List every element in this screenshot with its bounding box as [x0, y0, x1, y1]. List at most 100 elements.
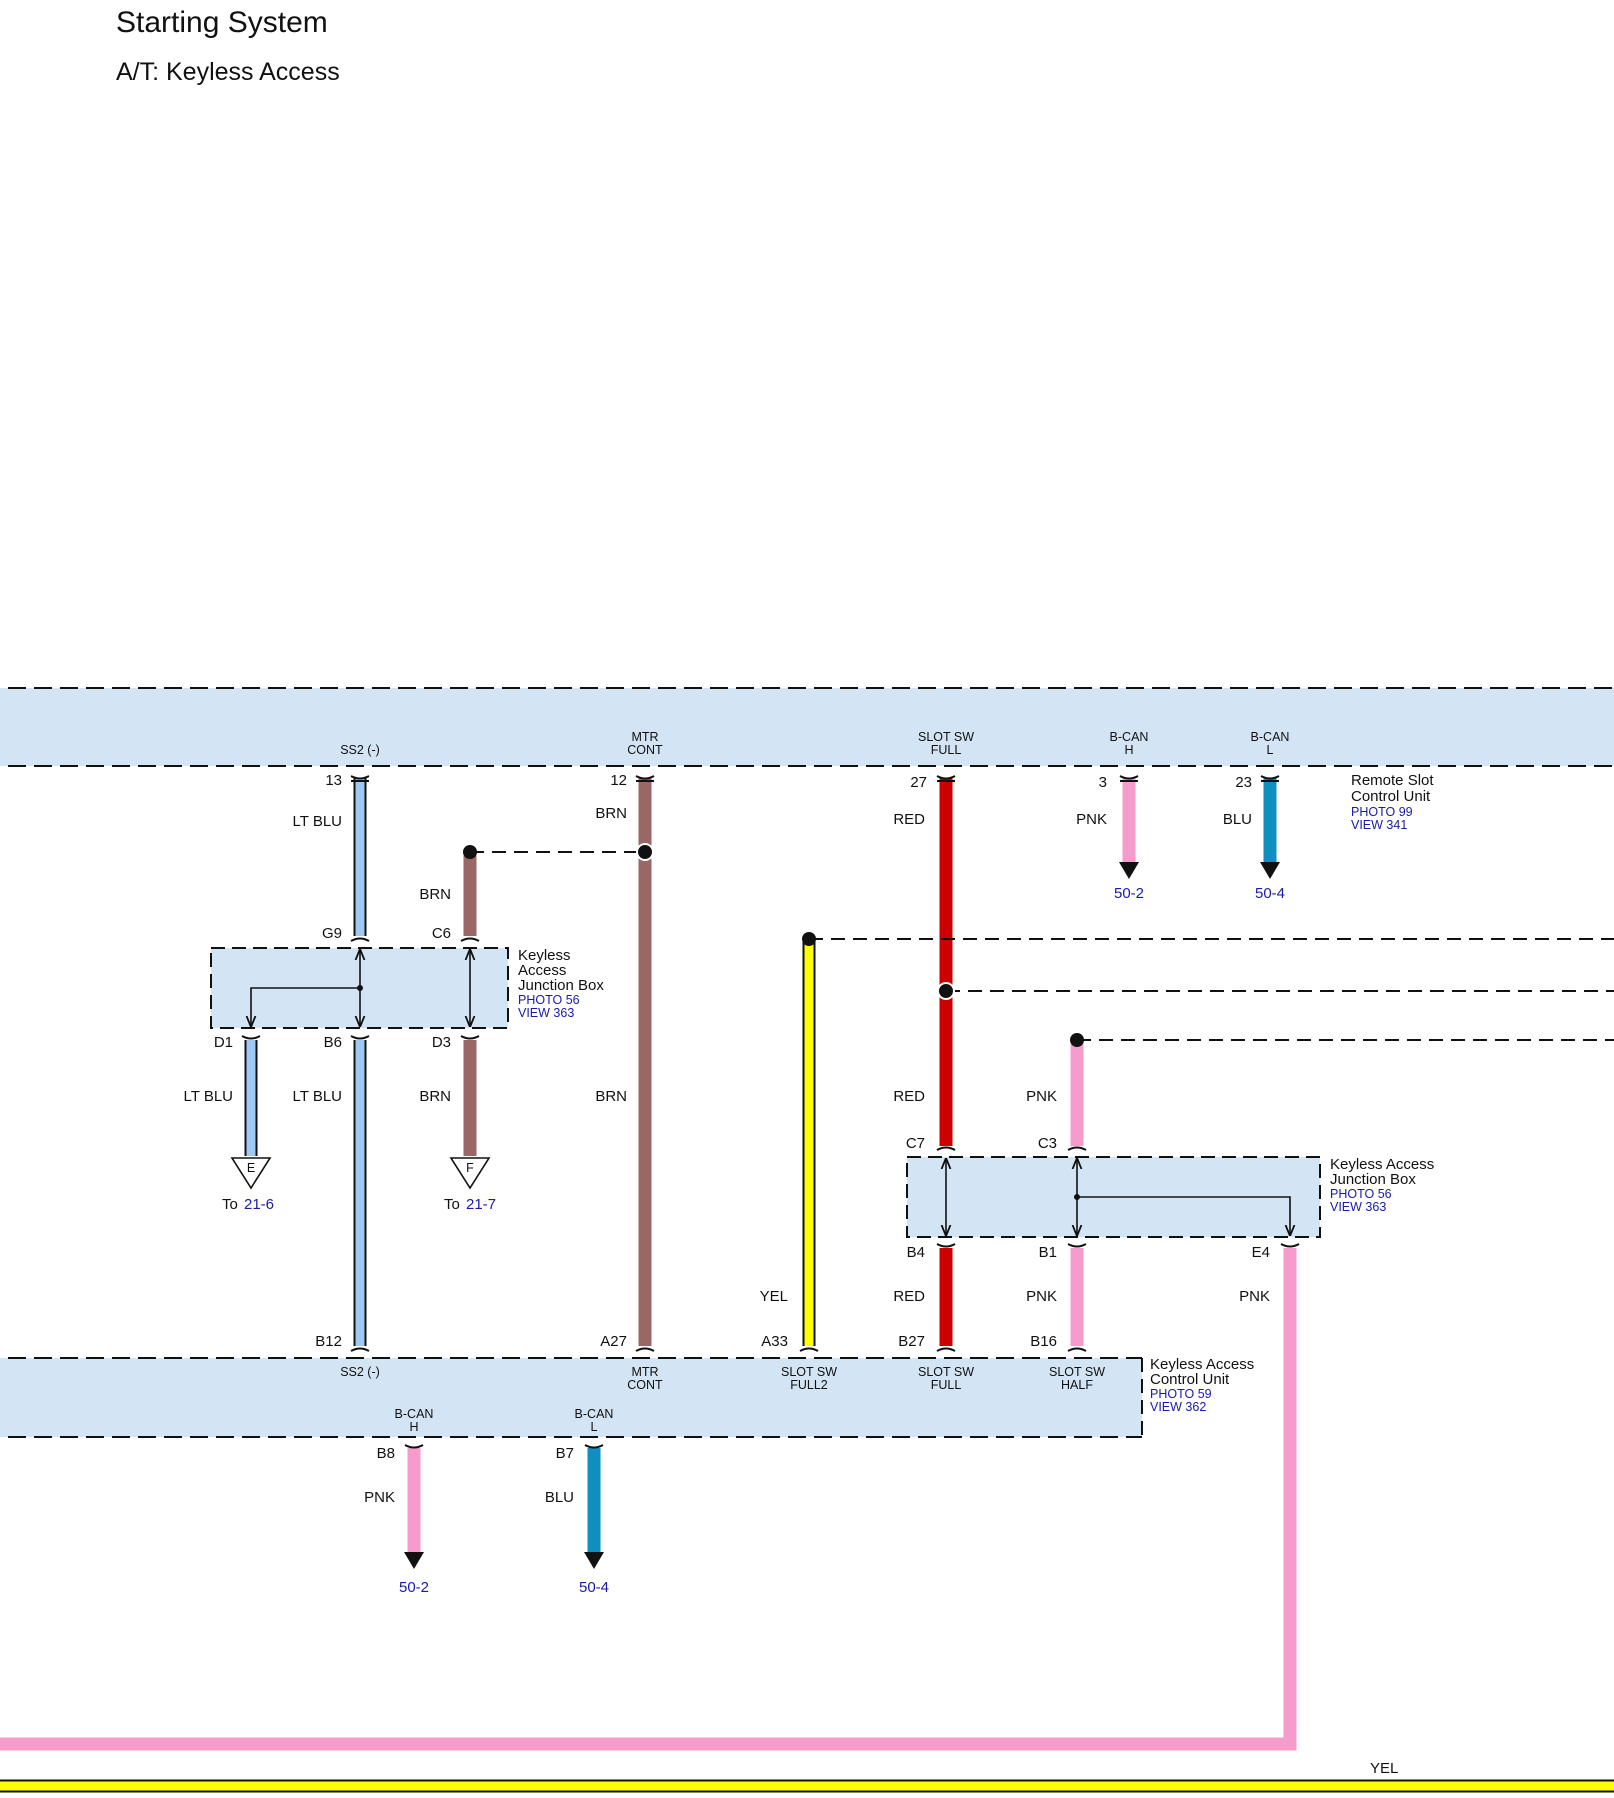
cu-label-full: FULL	[931, 1378, 962, 1392]
jb-left-name-1: Keyless	[518, 947, 571, 964]
splice-dot-1	[463, 845, 477, 859]
wire-label-lt-blu-13: LT BLU	[293, 813, 342, 830]
offpage-connector-e[interactable]: E	[230, 1157, 272, 1190]
wire-label-pnk-3: PNK	[1076, 811, 1107, 828]
cu-label-slotsw-3: SLOT SW	[1049, 1365, 1105, 1379]
jb-left-name-3: Junction Box	[518, 977, 604, 994]
pin-d3: D3	[432, 1034, 451, 1051]
remote-unit-name-1: Remote Slot	[1351, 772, 1434, 789]
pin-c7: C7	[906, 1135, 925, 1152]
cu-name-2: Control Unit	[1150, 1371, 1230, 1388]
pin-b1: B1	[1039, 1244, 1057, 1261]
remote-pin-label-cont: CONT	[627, 743, 663, 757]
wire-pnk-e4	[0, 1248, 1297, 1751]
wire-label-pnk-b1: PNK	[1026, 1288, 1057, 1305]
offpage-f-prefix: To	[444, 1196, 460, 1213]
cu-label-ss2: SS2 (-)	[340, 1365, 380, 1379]
remote-pin-label-l: L	[1267, 743, 1274, 757]
jb-left-photo-link[interactable]: PHOTO 56	[518, 993, 580, 1007]
pin-c6: C6	[432, 925, 451, 942]
offpage-e-ref-link[interactable]: 21-6	[244, 1196, 274, 1213]
cu-label-slotsw-1: SLOT SW	[781, 1365, 837, 1379]
cu-label-l: L	[591, 1420, 598, 1434]
remote-pin-label-slotsw: SLOT SW	[918, 730, 974, 744]
remote-pin-label-bcan-l: B-CAN	[1251, 730, 1290, 744]
cu-label-bcan-l: B-CAN	[575, 1407, 614, 1421]
wire-label-lt-blu-b6: LT BLU	[293, 1088, 342, 1105]
page-subtitle: A/T: Keyless Access	[116, 58, 340, 86]
arrow-50-2-top	[1119, 862, 1139, 879]
wire-label-red-upper: RED	[893, 1088, 925, 1105]
splice-dot-2	[636, 843, 654, 861]
splice-dot-4	[937, 982, 955, 1000]
remote-unit-name-2: Control Unit	[1351, 788, 1431, 805]
remote-slot-unit-box	[0, 688, 1614, 766]
svg-text:E: E	[247, 1161, 255, 1175]
remote-pin-label-ss2: SS2 (-)	[340, 743, 380, 757]
pin-b4: B4	[907, 1244, 925, 1261]
remote-unit-photo-link[interactable]: PHOTO 99	[1351, 805, 1413, 819]
pin-b16: B16	[1030, 1333, 1057, 1350]
cu-name-1: Keyless Access	[1150, 1356, 1254, 1373]
wire-label-brn-12: BRN	[595, 805, 627, 822]
offpage-e-prefix: To	[222, 1196, 238, 1213]
pin-b6: B6	[324, 1034, 342, 1051]
ref-link-50-2-bottom[interactable]: 50-2	[399, 1579, 429, 1596]
cu-label-cont: CONT	[627, 1378, 663, 1392]
wire-label-blu-23: BLU	[1223, 811, 1252, 828]
jb-left-name-2: Access	[518, 962, 566, 979]
wire-label-red-27: RED	[893, 811, 925, 828]
page-title: Starting System	[116, 6, 328, 39]
pin-3: 3	[1099, 774, 1107, 791]
cu-view-link[interactable]: VIEW 362	[1150, 1400, 1206, 1414]
remote-pin-label-full: FULL	[931, 743, 962, 757]
wire-label-yel-bus: YEL	[1370, 1760, 1398, 1777]
wire-label-pnk-b8: PNK	[364, 1489, 395, 1506]
splice-dot-3	[802, 932, 816, 946]
cu-label-slotsw-2: SLOT SW	[918, 1365, 974, 1379]
arrow-50-2-bottom	[404, 1552, 424, 1569]
jb-right-photo-link[interactable]: PHOTO 56	[1330, 1187, 1392, 1201]
arrow-50-4-top	[1260, 862, 1280, 879]
svg-text:F: F	[466, 1161, 474, 1175]
wire-label-blu-b7: BLU	[545, 1489, 574, 1506]
jb-left-view-link[interactable]: VIEW 363	[518, 1006, 574, 1020]
pin-b8: B8	[377, 1445, 395, 1462]
splice-dot-5	[1070, 1033, 1084, 1047]
pin-b12: B12	[315, 1333, 342, 1350]
pin-23: 23	[1235, 774, 1252, 791]
jb-right-name-1: Keyless Access	[1330, 1156, 1434, 1173]
pin-g9: G9	[322, 925, 342, 942]
pin-b27: B27	[898, 1333, 925, 1350]
wire-label-brn-lower: BRN	[595, 1088, 627, 1105]
jb-right-view-link[interactable]: VIEW 363	[1330, 1200, 1386, 1214]
arrow-50-4-bottom	[584, 1552, 604, 1569]
cu-label-bcan-h: B-CAN	[395, 1407, 434, 1421]
pin-13: 13	[325, 772, 342, 789]
cu-label-mtr: MTR	[631, 1365, 658, 1379]
ref-link-50-4-top[interactable]: 50-4	[1255, 885, 1285, 902]
wire-label-yel-a33: YEL	[760, 1288, 788, 1305]
cu-label-half: HALF	[1061, 1378, 1093, 1392]
ref-link-50-2-top[interactable]: 50-2	[1114, 885, 1144, 902]
wire-label-brn-c6: BRN	[419, 886, 451, 903]
pin-b7: B7	[556, 1445, 574, 1462]
wire-label-lt-blu-d1: LT BLU	[184, 1088, 233, 1105]
offpage-connector-f[interactable]: F	[449, 1157, 491, 1190]
pin-27: 27	[910, 774, 927, 791]
pin-a33: A33	[761, 1333, 788, 1350]
wire-label-red-b4: RED	[893, 1288, 925, 1305]
pin-c3: C3	[1038, 1135, 1057, 1152]
pin-d1: D1	[214, 1034, 233, 1051]
pin-a27: A27	[600, 1333, 627, 1350]
control-unit-box	[0, 1358, 1142, 1437]
ref-link-50-4-bottom[interactable]: 50-4	[579, 1579, 609, 1596]
remote-unit-view-link[interactable]: VIEW 341	[1351, 818, 1407, 832]
offpage-f-ref-link[interactable]: 21-7	[466, 1196, 496, 1213]
cu-label-h: H	[409, 1420, 418, 1434]
cu-label-full2: FULL2	[790, 1378, 828, 1392]
pin-e4: E4	[1252, 1244, 1270, 1261]
cu-photo-link[interactable]: PHOTO 59	[1150, 1387, 1212, 1401]
jb-right-name-2: Junction Box	[1330, 1171, 1416, 1188]
